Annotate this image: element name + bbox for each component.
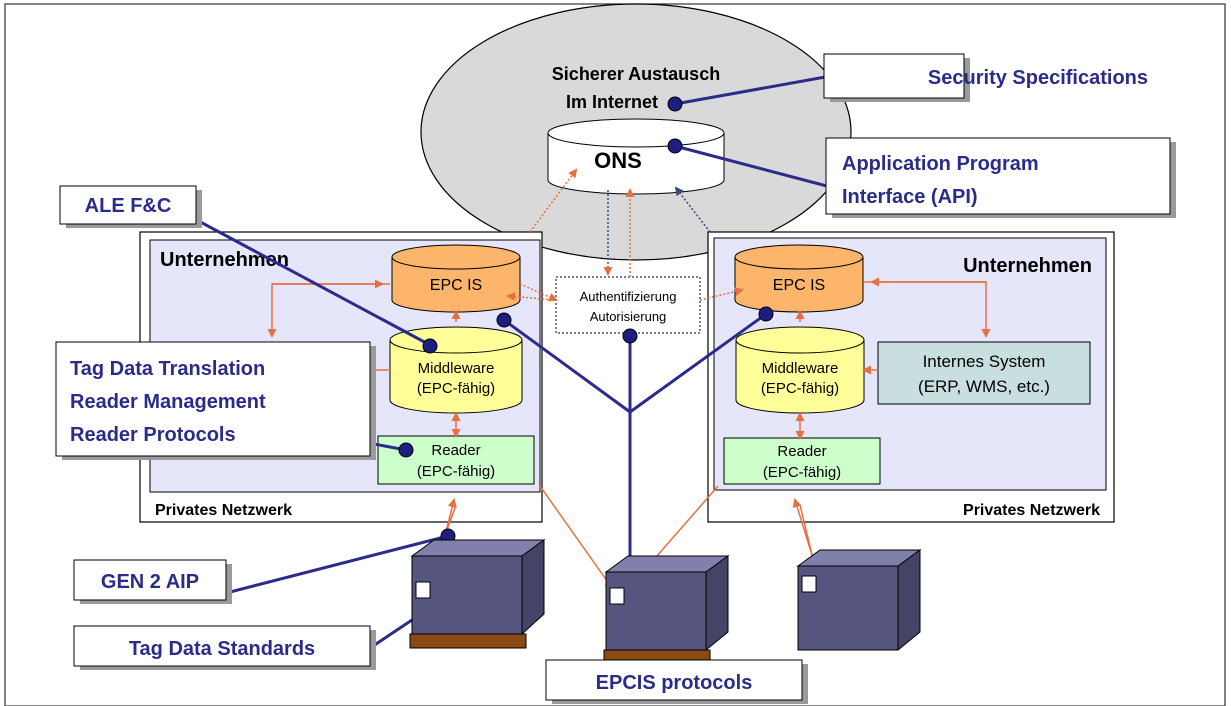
right-epcis-label: EPC IS xyxy=(773,277,825,294)
right-middleware-label: Middleware xyxy=(762,360,839,377)
right-reader-box: Reader (EPC-fähig) xyxy=(723,437,881,485)
rfid-tag-center xyxy=(609,587,625,605)
right-company-title: Unternehmen xyxy=(963,255,1092,277)
callout-tds: Tag Data Standards xyxy=(73,625,376,670)
left-epcis-database: EPC IS xyxy=(391,244,521,313)
right-epcis-database: EPC IS xyxy=(734,244,864,313)
internal-system-sub: (ERP, WMS, etc.) xyxy=(918,377,1050,396)
right-middleware-sub: (EPC-fähig) xyxy=(761,380,839,397)
left-epcis-label: EPC IS xyxy=(430,277,482,294)
callout-security: Security Specifications xyxy=(823,53,1148,102)
left-network-label: Privates Netzwerk xyxy=(155,502,292,519)
callout-ale: ALE F&C xyxy=(59,185,202,228)
callout-tdt: Tag Data Translation Reader Management R… xyxy=(55,341,376,460)
callout-security-label: Security Specifications xyxy=(928,67,1148,89)
left-company-title: Unternehmen xyxy=(160,249,289,271)
left-middleware-sub: (EPC-fähig) xyxy=(417,380,495,397)
left-reader-box: Reader (EPC-fähig) xyxy=(377,435,535,485)
callout-tdt-line2: Reader Management xyxy=(70,391,266,413)
rfid-tag-left xyxy=(415,581,431,599)
auth-label-line2: Autorisierung xyxy=(590,309,667,324)
callout-api: Application Program Interface (API) xyxy=(825,137,1176,218)
left-middleware-database: Middleware (EPC-fähig) xyxy=(389,326,523,414)
callout-gen2-label: GEN 2 AIP xyxy=(101,571,199,593)
right-network-label: Privates Netzwerk xyxy=(963,502,1100,519)
right-middleware-database: Middleware (EPC-fähig) xyxy=(735,326,865,414)
callout-tdt-line1: Tag Data Translation xyxy=(70,358,265,380)
callout-tdt-line3: Reader Protocols xyxy=(70,424,236,446)
pallet-right xyxy=(796,549,922,652)
dotted-arrows xyxy=(506,168,744,302)
left-reader-sub: (EPC-fähig) xyxy=(417,463,495,480)
callout-api-line2: Interface (API) xyxy=(842,186,978,208)
left-reader-label: Reader xyxy=(431,442,480,459)
ons-label: ONS xyxy=(594,148,642,173)
rfid-tag-right xyxy=(801,575,817,593)
auth-label-line1: Authentifizierung xyxy=(580,289,677,304)
callout-gen2: GEN 2 AIP xyxy=(73,559,232,604)
ons-database: ONS xyxy=(547,118,725,195)
callout-api-line1: Application Program xyxy=(842,153,1039,175)
auth-box: Authentifizierung Autorisierung xyxy=(555,276,701,334)
callout-tds-label: Tag Data Standards xyxy=(129,638,315,660)
callout-epcis-protocols: EPCIS protocols xyxy=(545,659,808,704)
callout-epcis-protocols-label: EPCIS protocols xyxy=(596,672,753,694)
callout-ale-label: ALE F&C xyxy=(85,195,172,217)
internal-system-box: Internes System (ERP, WMS, etc.) xyxy=(877,341,1091,405)
right-reader-sub: (EPC-fähig) xyxy=(763,464,841,481)
pallet-center xyxy=(603,555,730,665)
right-reader-label: Reader xyxy=(777,443,826,460)
internet-title-line2: Im Internet xyxy=(566,92,658,112)
internal-system-label: Internes System xyxy=(923,352,1046,371)
left-middleware-label: Middleware xyxy=(418,360,495,377)
pallet-left xyxy=(409,539,546,649)
internet-title-line1: Sicherer Austausch xyxy=(552,64,720,84)
